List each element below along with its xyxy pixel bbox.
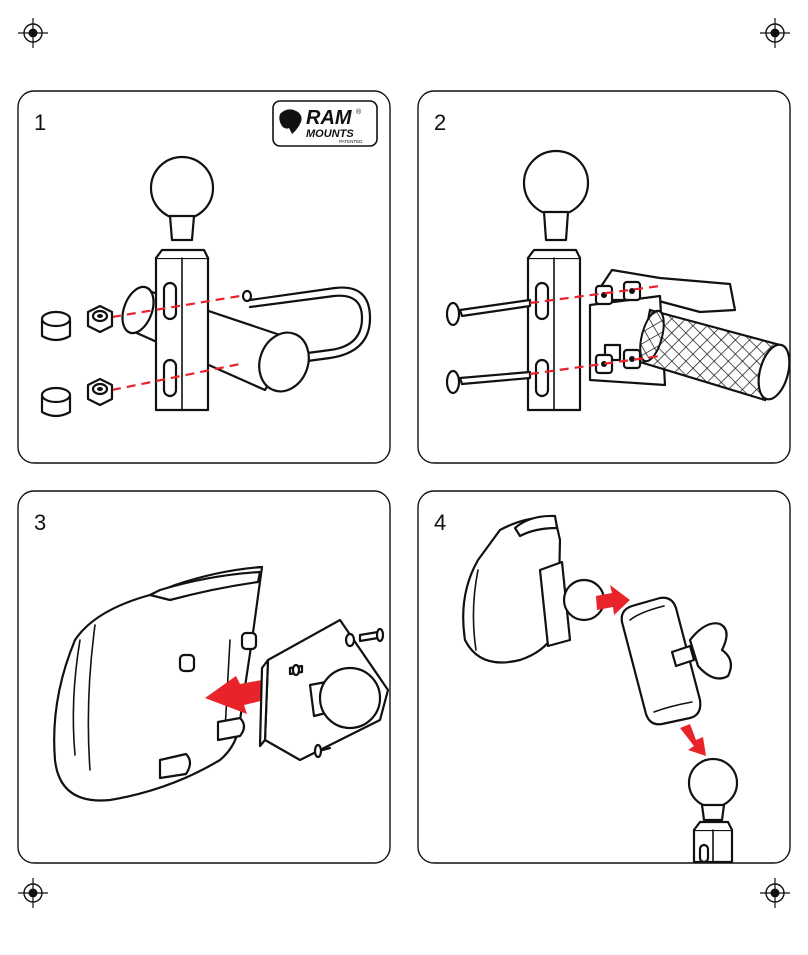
cap-top [42, 312, 70, 340]
ball-mount [689, 759, 737, 807]
registration-mark-top-left [18, 18, 48, 48]
panel-number: 3 [34, 510, 46, 535]
ball-mount [320, 668, 380, 728]
ball-mount [151, 157, 213, 219]
panel-number: 4 [434, 510, 446, 535]
panel-2: 2 [418, 91, 795, 463]
cap-bottom [42, 388, 70, 416]
panel-frame [418, 491, 790, 863]
panel-1: 1 RAM ® MOUNTS PATENTED [18, 91, 390, 463]
nut-bottom [88, 379, 112, 405]
registration-mark-bottom-right [760, 878, 790, 908]
ball-mount [524, 151, 588, 215]
logo-text-ram: RAM [306, 107, 353, 129]
logo-text-patented: PATENTED [339, 139, 363, 144]
panel-frame [418, 91, 790, 463]
panel-3: 3 [18, 491, 390, 863]
logo-registered: ® [356, 108, 362, 116]
registration-mark-bottom-left [18, 878, 48, 908]
registration-mark-top-right [760, 18, 790, 48]
panel-number: 2 [434, 110, 446, 135]
nut-top [88, 306, 112, 332]
panel-number: 1 [34, 110, 46, 135]
ram-mounts-logo: RAM ® MOUNTS PATENTED [273, 101, 377, 146]
panel-4: 4 [418, 491, 790, 863]
